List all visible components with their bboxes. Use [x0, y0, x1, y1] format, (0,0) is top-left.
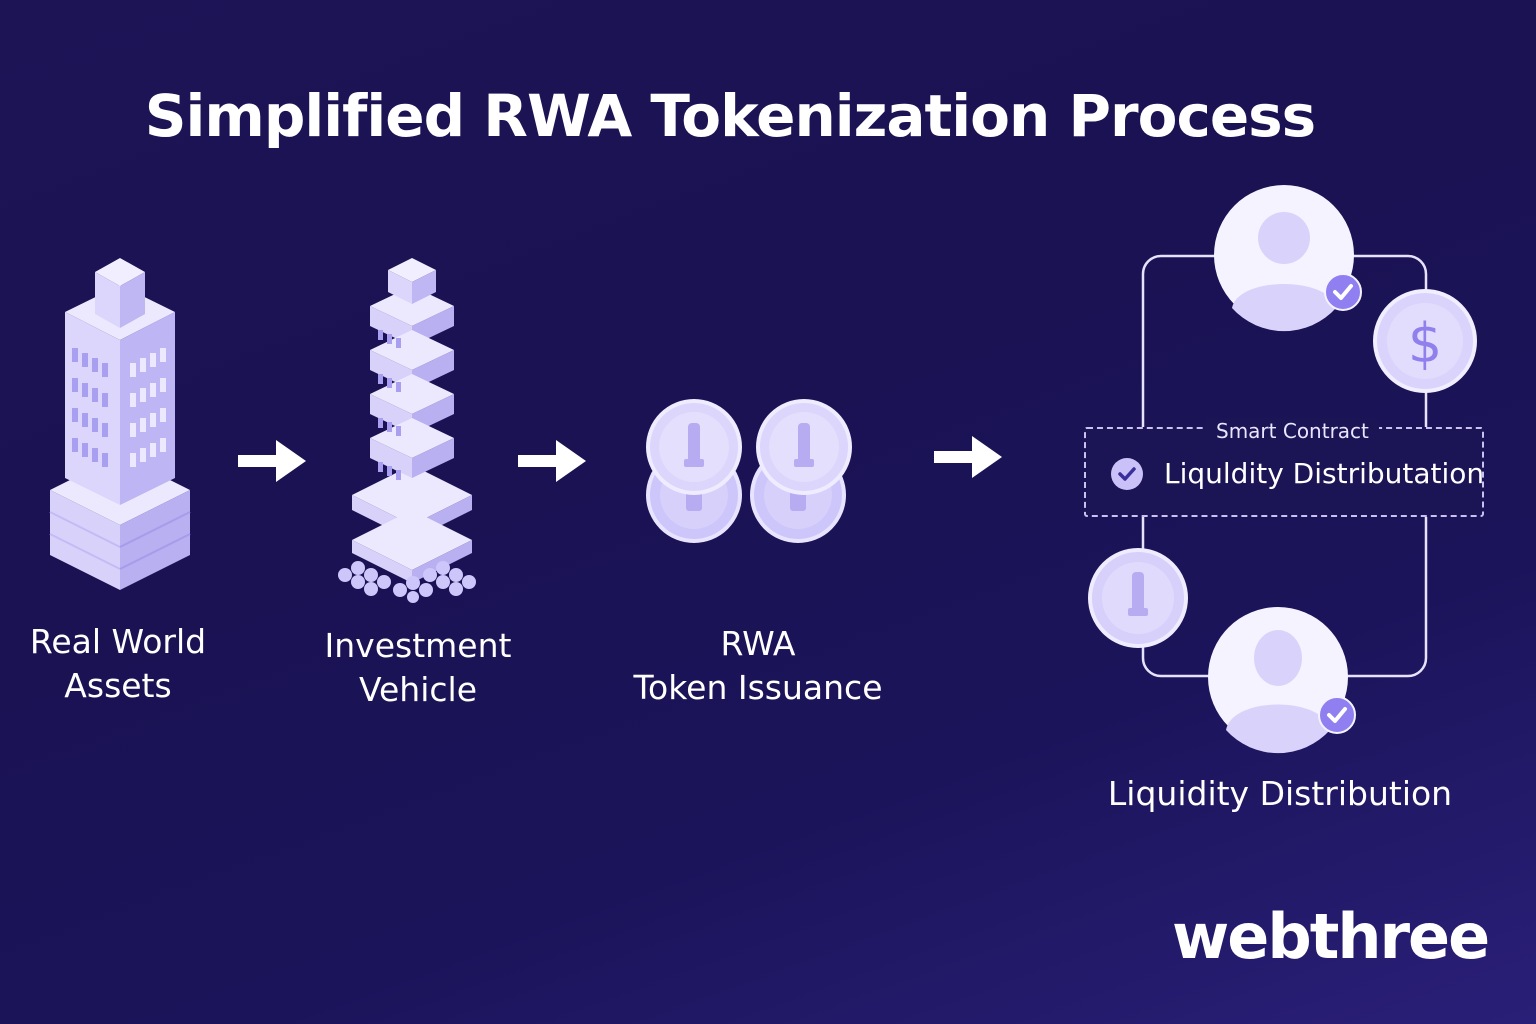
- arrow-right-icon: [934, 436, 1002, 478]
- step-label-line2: Assets: [64, 666, 172, 705]
- arrow-right-icon: [238, 440, 306, 482]
- check-circle-icon: [1111, 458, 1143, 490]
- page-title: Simplified RWA Tokenization Process: [144, 82, 1316, 150]
- brand-logo: webthree: [1172, 900, 1490, 973]
- building-icon: [49, 258, 191, 590]
- step-label-line2: Vehicle: [358, 670, 477, 709]
- step-label-investment-vehicle: Investment Vehicle: [318, 624, 518, 712]
- step-label-liquidity-distribution: Liquidity Distribution: [1090, 772, 1470, 816]
- stacked-tower-icon: [338, 258, 476, 603]
- token-coins-icon: [646, 399, 852, 543]
- smart-contract-text: Liquldity Distributation: [1164, 457, 1485, 490]
- step-label-line1: Liquidity Distribution: [1107, 774, 1453, 813]
- step-label-rwa-token-issuance: RWA Token Issuance: [618, 622, 898, 710]
- arrow-right-icon: [518, 440, 586, 482]
- step-label-real-world-assets: Real World Assets: [18, 620, 218, 708]
- verified-check-icon: [1324, 273, 1362, 311]
- distribution-network-icon: $: [1088, 185, 1477, 754]
- step-label-line2: Token Issuance: [633, 668, 883, 707]
- step-label-line1: Real World: [29, 622, 207, 661]
- step-label-line1: Investment: [324, 626, 512, 665]
- step-label-line1: RWA: [720, 624, 796, 663]
- svg-text:$: $: [1408, 312, 1442, 375]
- smart-contract-tag: Smart Contract: [1206, 418, 1379, 444]
- verified-check-icon: [1318, 696, 1356, 734]
